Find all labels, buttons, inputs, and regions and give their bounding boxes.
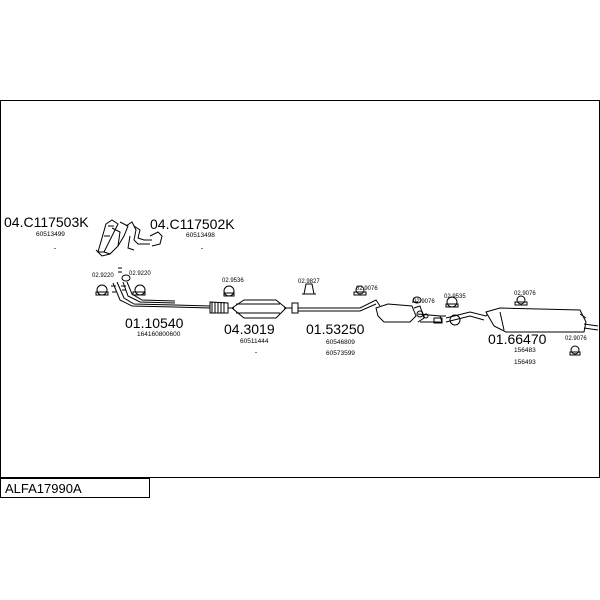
part-code-rear-silencer: 01.66470 <box>488 331 547 347</box>
manifold-right-drawing <box>125 221 163 251</box>
part-ref2-middle-silencer: 60573599 <box>326 350 355 357</box>
part-ref-manifold-left: 60513499 <box>36 231 65 238</box>
fitting-shapes-front <box>95 267 146 296</box>
fitting-label-5: 02.9076 <box>356 286 378 292</box>
part-code-catalyst: 04.3019 <box>224 321 275 337</box>
part-ref-catalyst: 60511444 <box>240 338 269 345</box>
fitting-label-7: 02.9535 <box>444 294 466 300</box>
part-ref-manifold-right: 60513498 <box>186 232 215 239</box>
fitting-label-8: 02.9076 <box>514 291 536 297</box>
part-code-manifold-left: 04.C117503K <box>4 214 89 230</box>
fitting-label-1: 02.9220 <box>92 273 114 279</box>
fitting-label-2: 02.9220 <box>129 271 151 277</box>
rear-silencer-drawing <box>445 295 599 356</box>
diagram-code-box: ALFA17990A <box>0 478 150 498</box>
part-ref1-middle-silencer: 60546809 <box>326 339 355 346</box>
part-ref-front-pipe: 164160800600 <box>137 331 181 338</box>
middle-silencer-drawing <box>298 285 443 323</box>
fitting-shapes-middle <box>412 296 461 326</box>
fitting-label-3: 02.9536 <box>222 278 244 284</box>
part-ref1-rear-silencer: 156483 <box>514 347 536 354</box>
catalyst-drawing <box>223 285 299 319</box>
part-code-manifold-right: 04.C117502K <box>150 216 235 232</box>
fitting-label-4: 02.9827 <box>298 279 320 285</box>
fitting-shape-9827 <box>302 283 316 295</box>
part-code-middle-silencer: 01.53250 <box>306 321 365 337</box>
diagram-frame <box>0 100 600 478</box>
part-code-front-pipe: 01.10540 <box>125 315 184 331</box>
diagram-code: ALFA17990A <box>5 481 82 496</box>
front-pipe-drawing <box>111 281 229 314</box>
leader-lines <box>54 248 257 353</box>
fitting-label-6: 02.9076 <box>413 299 435 305</box>
part-ref2-rear-silencer: 156493 <box>514 359 536 366</box>
manifold-left-drawing <box>95 219 129 257</box>
fitting-label-9: 02.9076 <box>565 336 587 342</box>
